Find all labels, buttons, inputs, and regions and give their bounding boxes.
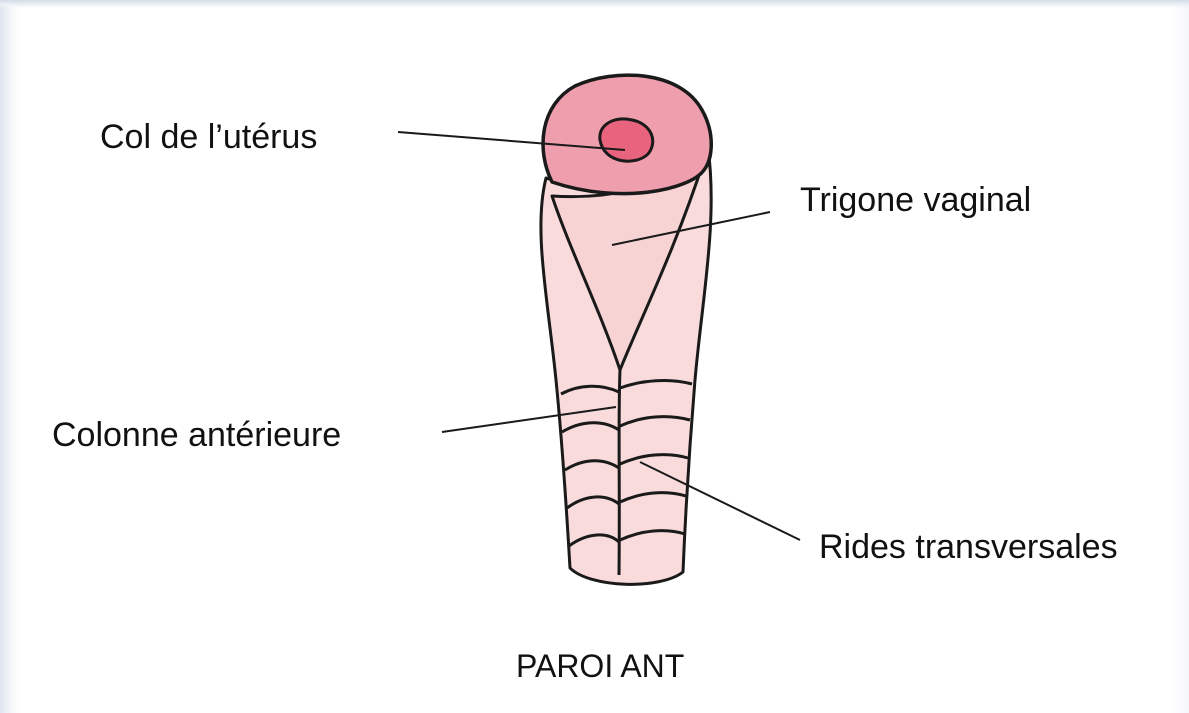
label-transverse-ridges: Rides transversales: [819, 530, 1118, 564]
label-cervix: Col de l’utérus: [100, 120, 317, 154]
anterior-column-line: [619, 370, 620, 575]
figure-caption: PAROI ANT: [516, 650, 684, 682]
label-trigone: Trigone vaginal: [800, 183, 1031, 217]
cervical-os: [600, 119, 653, 161]
label-anterior-column: Colonne antérieure: [52, 418, 341, 452]
